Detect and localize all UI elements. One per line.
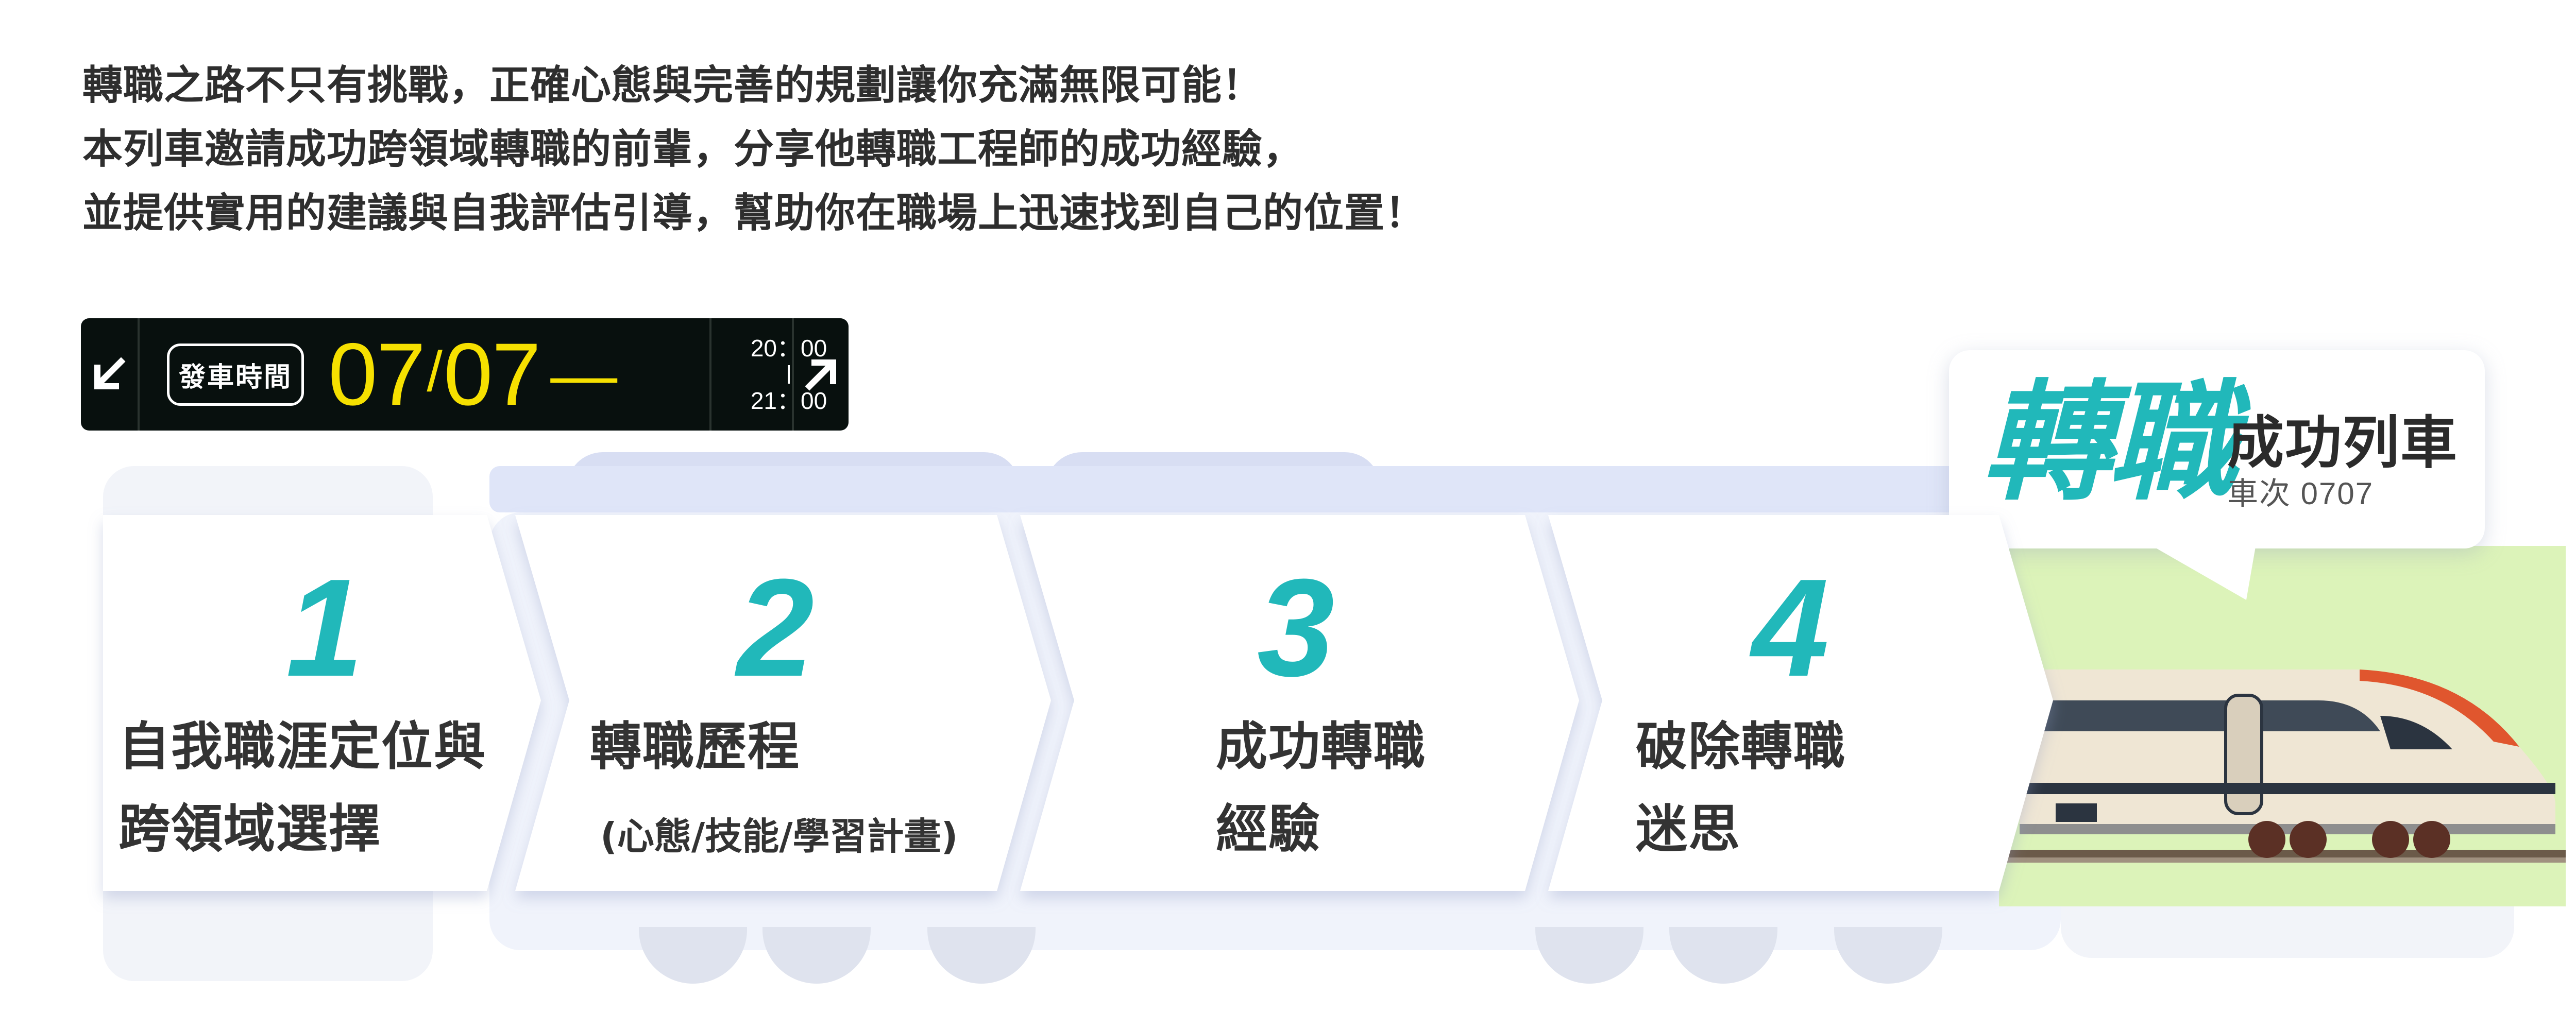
departure-month: 07: [328, 325, 426, 424]
train-sign-name: 成功列車: [2227, 410, 2458, 476]
step-3-line-1: 成功轉職: [1216, 716, 1426, 777]
step-3-line-2: 經驗: [1216, 799, 1321, 859]
callout-tail: [2143, 541, 2257, 600]
step-3-number: 3: [1257, 551, 1335, 706]
step-1-line-1: 自我職涯定位與: [118, 716, 486, 777]
departure-day: 07: [443, 325, 541, 424]
intro-line-2: 本列車邀請成功跨領域轉職的前輩，分享他轉職工程師的成功經驗，: [82, 126, 1304, 173]
step-4-number: 4: [1752, 551, 1829, 706]
step-4-line-2: 迷思: [1636, 799, 1741, 859]
intro-line-1: 轉職之路不只有挑戰，正確心態與完善的規劃讓你充滿無限可能！: [82, 62, 1263, 109]
end-time: 21：00: [750, 387, 827, 414]
departure-label: 發車時間: [166, 343, 304, 406]
train-sign-title: 轉職: [1982, 368, 2237, 518]
departure-date: 07/07—: [328, 318, 709, 431]
step-2-number: 2: [737, 551, 815, 706]
train-sign-number: 車次 0707: [2227, 476, 2374, 511]
time-divider: [788, 365, 790, 384]
intro-text: 轉職之路不只有挑戰，正確心態與完善的規劃讓你充滿無限可能！ 本列車邀請成功跨領域…: [82, 54, 1426, 245]
train-sign: 轉職 成功列車 車次 0707: [1949, 350, 2485, 548]
arrow-up-right-icon: [794, 318, 849, 431]
departure-time: 20：00 21：00: [711, 318, 866, 431]
step-1-line-2: 跨領域選擇: [118, 799, 381, 859]
date-slash: /: [427, 340, 443, 403]
step-1-number: 1: [286, 551, 364, 706]
step-2-subtitle: (心態/技能/學習計畫): [600, 815, 958, 858]
date-dash: —: [550, 337, 617, 412]
departure-board: 發車時間 07/07— 20：00 21：00: [81, 318, 849, 431]
start-time: 20：00: [750, 335, 827, 362]
intro-line-3: 並提供實用的建議與自我評估引導，幫助你在職場上迅速找到自己的位置！: [82, 190, 1426, 236]
train-image: [1999, 546, 2566, 906]
step-2-line-1: 轉職歷程: [590, 716, 800, 777]
step-4-line-1: 破除轉職: [1636, 716, 1846, 777]
arrow-down-left-icon: [81, 318, 138, 431]
